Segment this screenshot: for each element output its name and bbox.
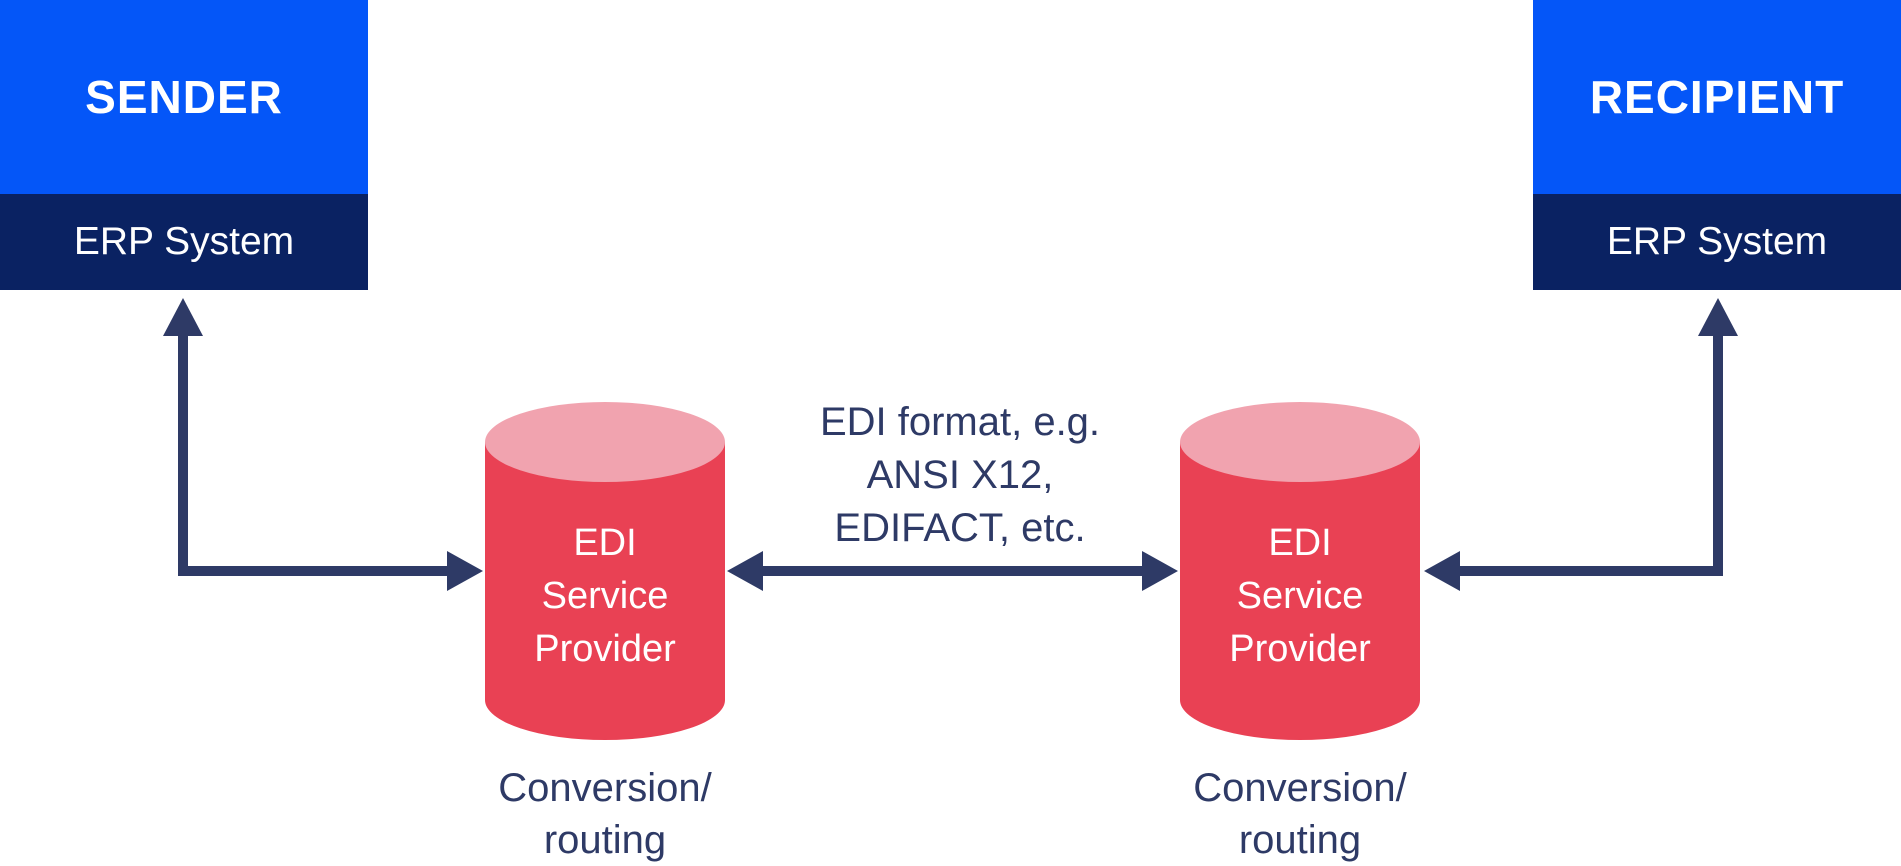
caption-line: routing [1238,818,1362,862]
recipient-box: RECIPIENT ERP System [1533,0,1901,290]
edi-service-provider-label: EDI Service Provider [485,517,725,676]
arrowhead-left-icon [727,551,763,591]
caption-line: Conversion/ [498,766,712,810]
arrowhead-left-icon [1424,551,1460,591]
recipient-erp-system-label: ERP System [1533,194,1901,290]
recipient-title: RECIPIENT [1533,0,1901,194]
cylinder-top-ellipse [485,402,725,482]
label-line: Provider [534,628,676,670]
edi-service-provider-left: EDI Service Provider [485,402,725,740]
caption-line: Conversion/ [1193,766,1407,810]
label-line: Provider [1229,628,1371,670]
edi-service-provider-right: EDI Service Provider [1180,402,1420,740]
sender-title: SENDER [0,0,368,194]
arrowhead-right-icon [1142,551,1178,591]
label-line: ANSI X12, [866,453,1054,497]
edi-format-bidirectional-arrow [727,551,1178,591]
cylinder-top-ellipse [1180,402,1420,482]
label-line: Service [541,575,669,617]
label-line: EDI format, e.g. [819,400,1101,444]
cylinder-body [485,442,725,740]
label-line: EDI [1268,522,1332,564]
conversion-routing-caption-right: Conversion/ routing [1150,762,1450,866]
sender-erp-system-label: ERP System [0,194,368,290]
cylinder-body [1180,442,1420,740]
edi-format-label: EDI format, e.g. ANSI X12, EDIFACT, etc. [710,396,1210,555]
edi-service-provider-label: EDI Service Provider [1180,517,1420,676]
label-line: EDIFACT, etc. [834,506,1086,550]
sender-box: SENDER ERP System [0,0,368,290]
sender-erp-connector-arrow [163,298,483,591]
caption-line: routing [543,818,667,862]
label-line: Service [1236,575,1364,617]
arrowhead-up-icon [163,298,203,336]
conversion-routing-caption-left: Conversion/ routing [455,762,755,866]
recipient-erp-connector-arrow [1424,298,1738,591]
arrowhead-right-icon [447,551,483,591]
label-line: EDI [573,522,637,564]
arrowhead-up-icon [1698,298,1738,336]
